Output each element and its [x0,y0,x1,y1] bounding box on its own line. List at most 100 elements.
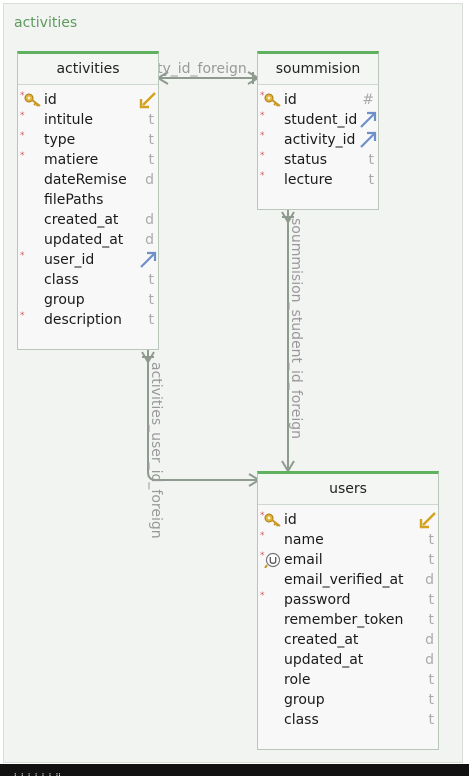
required-mark-icon: * [260,131,265,141]
unique-key-icon [264,552,281,568]
column-row[interactable]: filePaths [18,190,158,210]
foreign-key-icon [360,111,377,128]
crowfoot-icon [281,211,295,224]
column-row[interactable]: * password t [258,590,438,610]
column-name: dateRemise [44,172,127,188]
required-mark-icon: * [260,91,265,101]
foreign-key-icon [360,131,377,148]
column-type: t [368,152,375,168]
group-title[interactable]: activities [14,15,78,31]
relation-soummision-activities[interactable]: ty_id_foreign [156,61,260,85]
column-row[interactable]: email_verified_at d [258,570,438,590]
crowfoot-icon [141,351,155,364]
table-title[interactable]: soummision [258,54,378,85]
required-mark-icon: * [20,91,25,101]
column-type: t [428,712,435,728]
column-type: d [425,572,434,588]
column-name: name [284,532,324,548]
table-title[interactable]: activities [18,54,158,85]
column-type: t [148,272,155,288]
required-mark-icon: * [260,171,265,181]
table-title[interactable]: users [258,474,438,505]
required-mark-icon: * [20,311,25,321]
table-soummision[interactable]: soummision *id#*student_id*activity_id*s… [257,51,379,210]
column-row[interactable]: * activity_id [258,130,378,150]
column-row[interactable]: *user_id [18,250,158,270]
key-icon [264,93,281,107]
status-bar: ᵢ ᵢ ᵢ ᵢ ᵢ ᵢ ᵢᵢ [0,764,469,776]
key-icon [24,93,41,107]
column-name: id [284,512,297,528]
required-mark-icon: * [260,591,265,601]
column-name: class [284,712,319,728]
column-name: group [44,292,85,308]
column-name: created_at [44,212,119,228]
status-text: ᵢ ᵢ ᵢ ᵢ ᵢ ᵢ ᵢᵢ [14,767,61,776]
column-type: t [428,592,435,608]
primary-key-icon [139,92,156,109]
column-name: password [284,592,351,608]
required-mark-icon: * [260,551,265,561]
column-name: type [44,132,76,148]
column-row[interactable]: * description t [18,310,158,330]
column-name: email_verified_at [284,572,404,588]
relation-line [147,350,257,481]
column-row[interactable]: *id [258,510,438,530]
column-type: t [148,292,155,308]
required-mark-icon: * [260,151,265,161]
column-row[interactable]: class t [258,710,438,730]
column-name: lecture [284,172,333,188]
column-name: updated_at [284,652,364,668]
column-row[interactable]: *id# [258,90,378,110]
column-name: id [44,92,57,108]
column-type: t [428,612,435,628]
column-type: d [425,632,434,648]
required-mark-icon: * [260,111,265,121]
relation-soummision-users[interactable]: soummision_student_id_foreign [281,210,304,473]
column-name: activity_id [284,132,356,148]
column-type: t [148,132,155,148]
column-name: description [44,312,122,328]
relation-label-user: activities_user_id_foreign [148,362,164,539]
column-type: d [145,232,154,248]
column-type: t [148,152,155,168]
column-type: t [368,172,375,188]
foreign-key-icon [140,251,157,268]
column-row[interactable]: *student_id [258,110,378,130]
column-type: t [148,112,155,128]
column-name: created_at [284,632,359,648]
column-row[interactable]: group t [18,290,158,310]
column-name: email [284,552,323,568]
column-type: t [148,312,155,328]
column-row[interactable]: * lecture t [258,170,378,190]
column-name: role [284,672,311,688]
column-row[interactable]: created_at d [258,630,438,650]
column-row[interactable]: dateRemise d [18,170,158,190]
column-row[interactable]: * id [18,90,158,110]
primary-key-icon [419,512,436,529]
relation-activities-users[interactable]: activities_user_id_foreign [141,350,261,539]
required-mark-icon: * [20,251,25,261]
column-name: matiere [44,152,99,168]
column-type: d [145,172,154,188]
